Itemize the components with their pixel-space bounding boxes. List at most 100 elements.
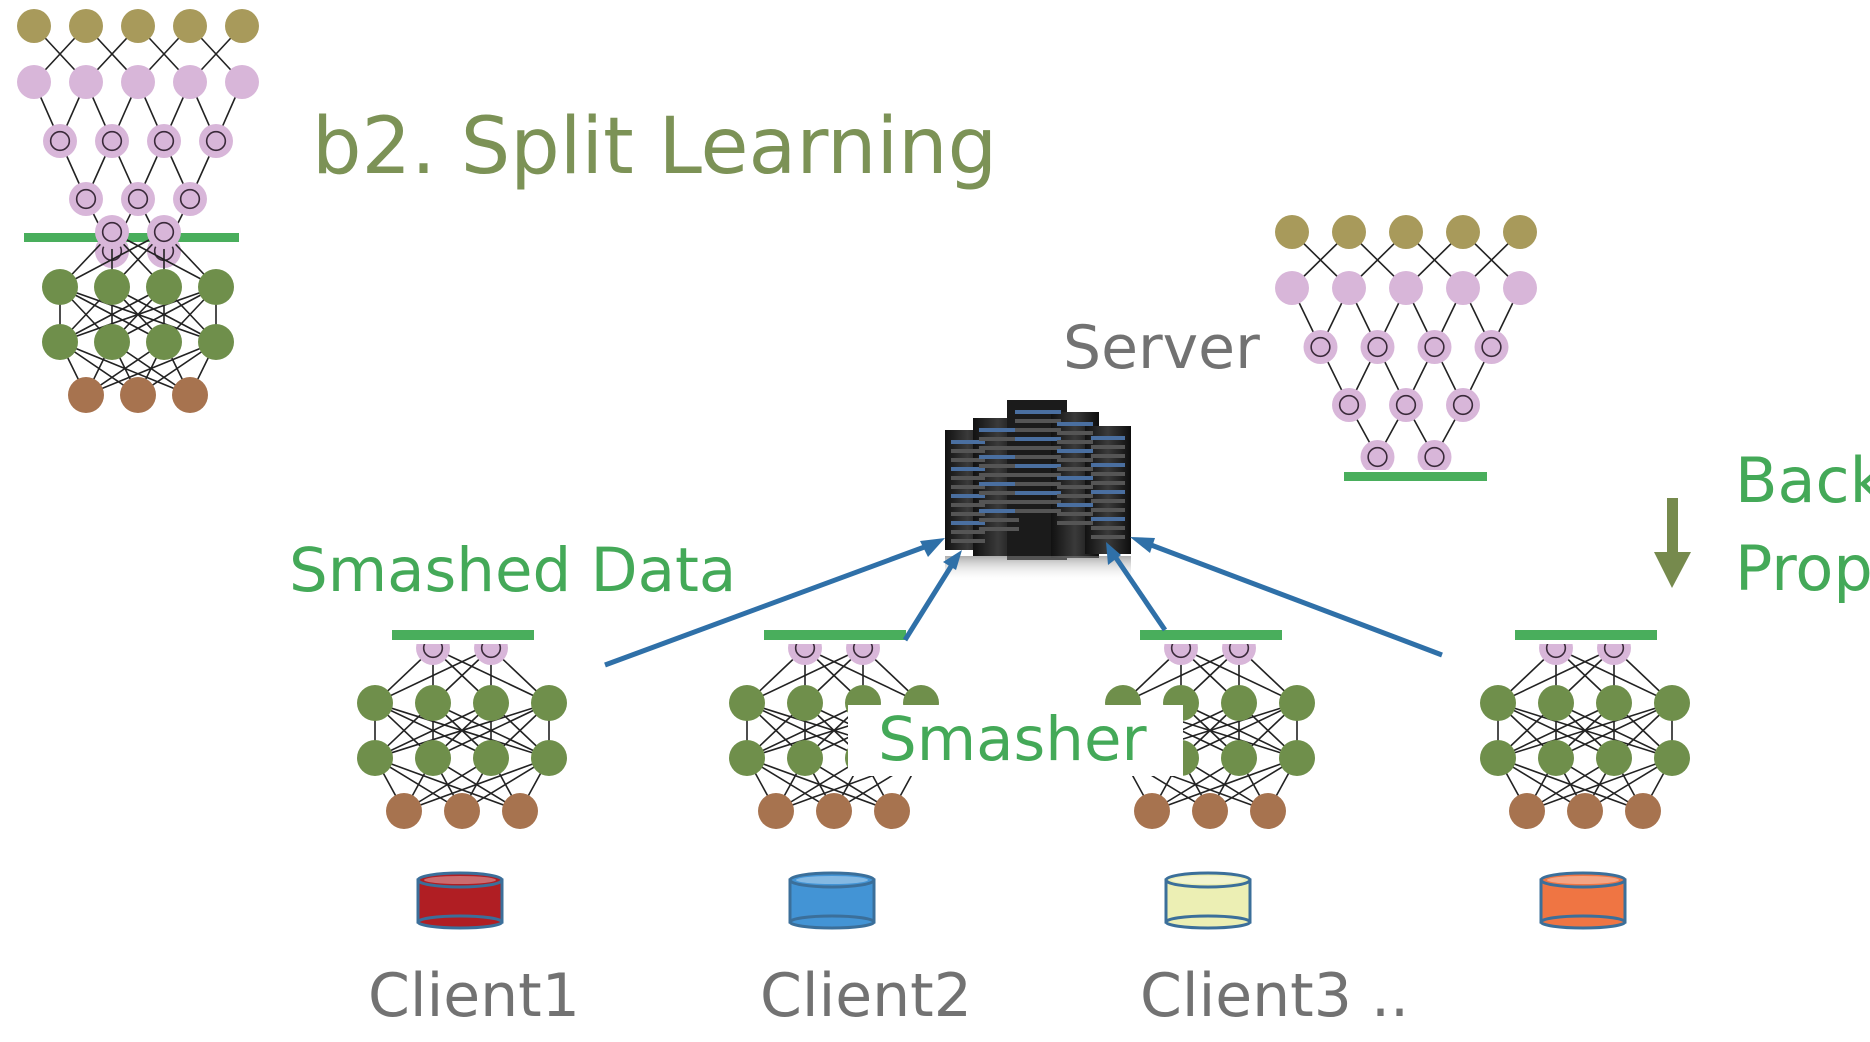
smasher-node — [1538, 685, 1574, 721]
input-node — [444, 793, 480, 829]
database-top — [788, 871, 876, 889]
database-icon — [1539, 871, 1627, 930]
hidden-node-ring — [153, 130, 175, 152]
hidden-node — [1389, 271, 1423, 305]
smashed-data-arrows — [604, 537, 1443, 668]
rack-slot — [1091, 472, 1125, 476]
split-line — [1344, 472, 1487, 481]
rack-slot — [951, 521, 985, 525]
input-node — [1250, 793, 1286, 829]
hidden-node-ring — [1367, 446, 1388, 468]
input-node — [874, 793, 910, 829]
rack-slot — [979, 428, 1019, 432]
input-node — [816, 793, 852, 829]
rack-slot — [1057, 458, 1093, 462]
hidden-node-ring — [75, 188, 97, 210]
hidden-node — [1332, 388, 1366, 422]
rack-slot — [951, 476, 985, 480]
connection-line — [1555, 702, 1673, 759]
database-icon — [1164, 871, 1252, 930]
hidden-node — [1417, 330, 1452, 364]
client-1-network — [342, 626, 567, 930]
output-node — [225, 9, 259, 43]
connection-line — [374, 647, 492, 704]
rack-slot — [1057, 485, 1093, 489]
smasher-node — [787, 685, 823, 721]
rack-slot — [1015, 464, 1061, 468]
rack-slot — [1057, 422, 1093, 426]
smasher-node — [1279, 740, 1315, 776]
connection-line — [746, 647, 864, 704]
hidden-node-ring — [1310, 336, 1331, 358]
rack-slot — [1015, 500, 1061, 504]
connection-line — [1151, 757, 1298, 812]
rack-slot — [1091, 535, 1125, 539]
rack-slot — [951, 530, 985, 534]
hidden-node-ring — [1424, 336, 1445, 358]
smasher-node — [1596, 685, 1632, 721]
full-model-network — [17, 9, 259, 413]
rack-slot — [979, 446, 1019, 450]
rack-slot — [1057, 512, 1093, 516]
database-top — [1164, 871, 1252, 889]
smasher-node — [1654, 740, 1690, 776]
rack-slot — [979, 491, 1019, 495]
client-networks — [342, 626, 1690, 930]
hidden-node — [69, 65, 103, 99]
database-bottom — [1539, 914, 1627, 930]
rack-slot — [1091, 499, 1125, 503]
input-node — [1509, 793, 1545, 829]
rack-slot — [1015, 419, 1061, 423]
arrowhead-1 — [920, 538, 945, 557]
arrow-client4-to-server — [1137, 537, 1443, 658]
connection-line — [85, 341, 217, 396]
hidden-node — [121, 182, 155, 216]
input-node — [120, 377, 156, 413]
hidden-node — [69, 182, 103, 216]
rack-slot — [951, 539, 985, 543]
hidden-node-ring — [101, 130, 123, 152]
rack-slot — [1091, 481, 1125, 485]
hidden-node — [173, 182, 207, 216]
hidden-node — [1389, 388, 1423, 422]
hidden-node-ring — [153, 221, 175, 243]
backprop-label-line1: Back — [1735, 444, 1870, 517]
lower-connections — [374, 647, 550, 812]
rack-slot — [1057, 503, 1093, 507]
output-node — [1275, 215, 1309, 249]
rack-slot — [1091, 526, 1125, 530]
hidden-node — [1303, 330, 1338, 364]
connection-line — [746, 702, 864, 759]
smasher-node — [1654, 685, 1690, 721]
rack-slot — [1015, 437, 1061, 441]
split-line — [1515, 630, 1657, 640]
connection-line — [1526, 757, 1673, 812]
rack-slot — [1091, 454, 1125, 458]
smasher-node — [473, 685, 509, 721]
smasher-node — [1538, 740, 1574, 776]
smasher-node — [198, 269, 234, 305]
input-node — [502, 793, 538, 829]
input-node — [1625, 793, 1661, 829]
smasher-node — [42, 324, 78, 360]
smasher-node — [146, 324, 182, 360]
connection-line — [432, 702, 550, 759]
smasher-node — [473, 740, 509, 776]
hidden-node — [147, 215, 181, 249]
server-label: Server — [1063, 313, 1260, 383]
smasher-node — [415, 685, 451, 721]
input-node — [68, 377, 104, 413]
arrow-client3-to-server — [1109, 550, 1168, 632]
connection-line — [1497, 647, 1615, 704]
smasher-node — [531, 685, 567, 721]
rack-slot — [979, 509, 1019, 513]
rack-slot — [979, 527, 1019, 531]
smasher-node — [94, 269, 130, 305]
hidden-node — [1332, 271, 1366, 305]
input-node — [386, 793, 422, 829]
rack-slot — [1057, 431, 1093, 435]
hidden-node — [225, 65, 259, 99]
rack-slot — [951, 494, 985, 498]
output-node — [121, 9, 155, 43]
